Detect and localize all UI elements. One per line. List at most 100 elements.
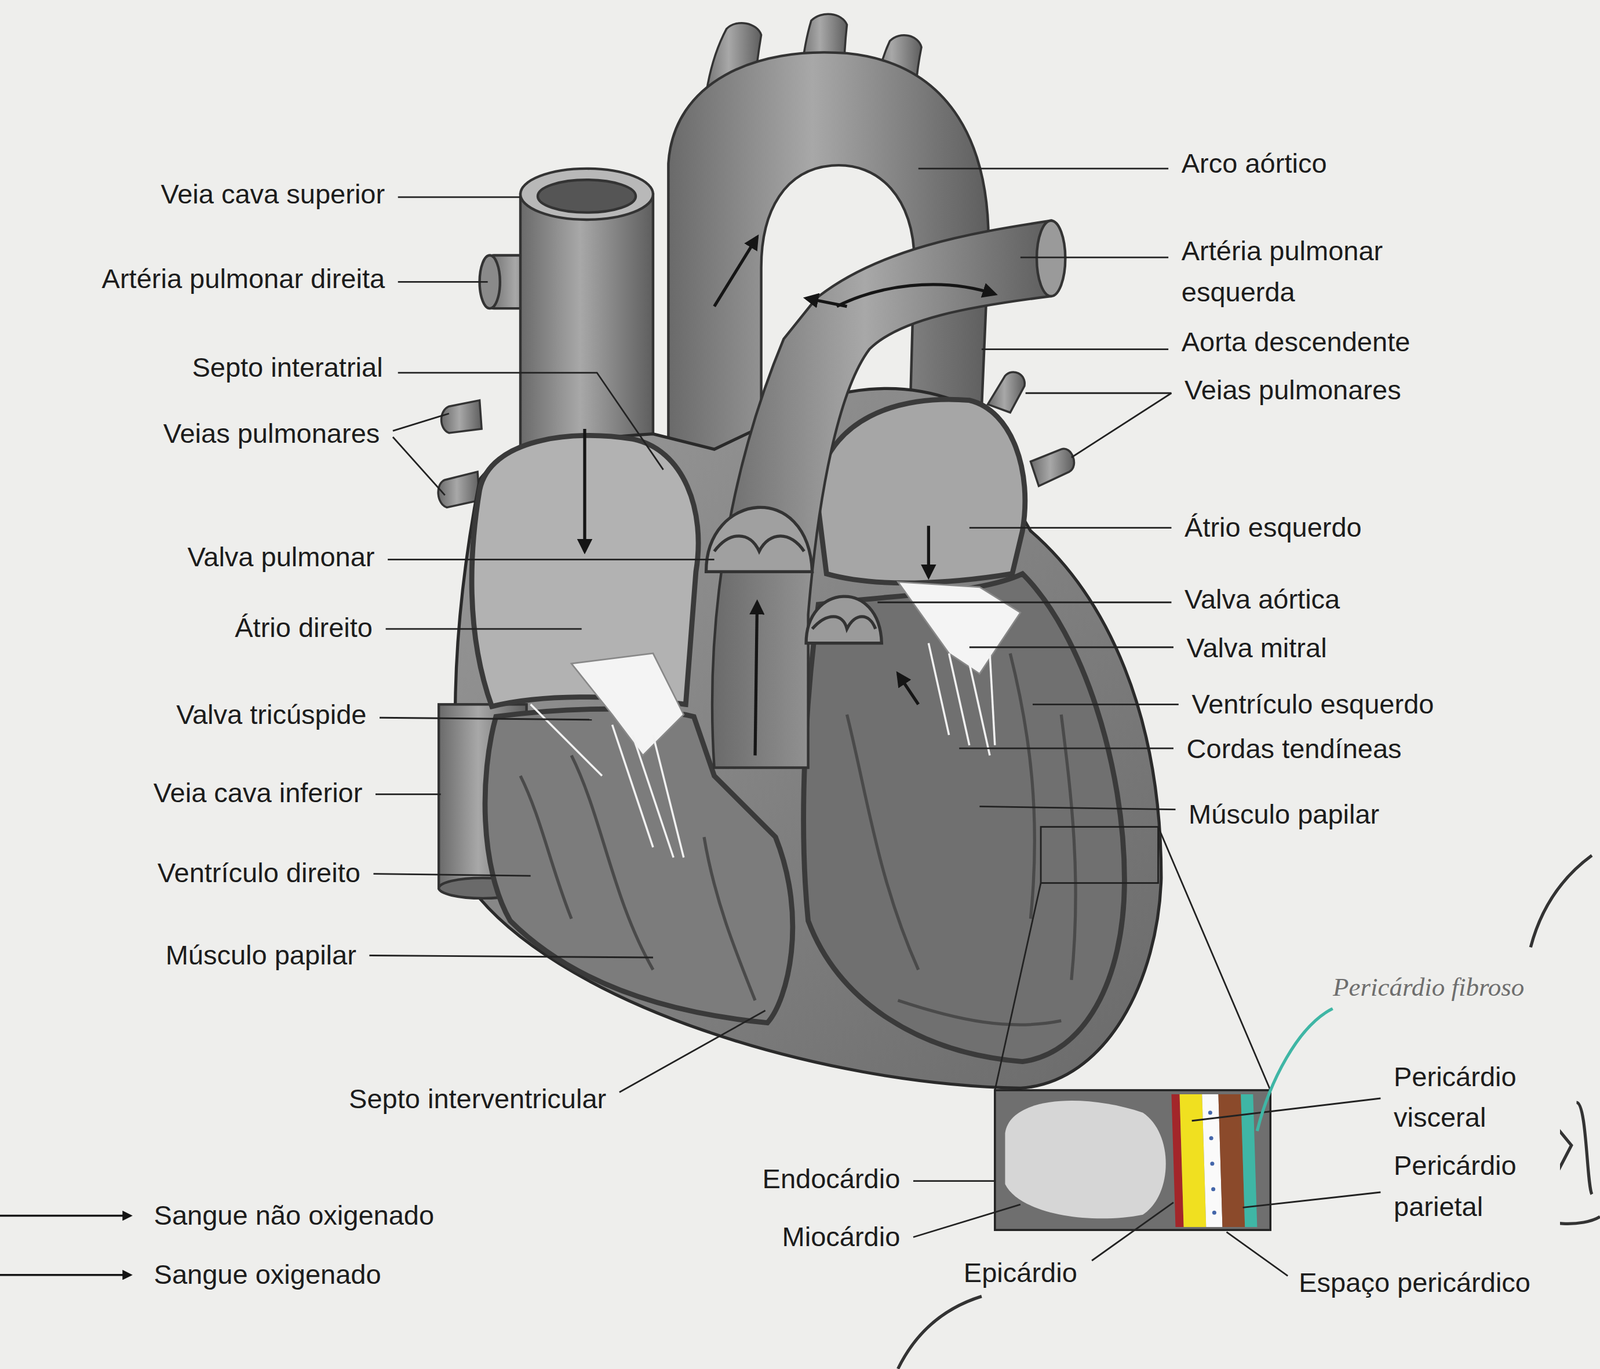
trabeculae [898, 1000, 1062, 1025]
part-label: Átrio direito [231, 610, 376, 645]
trabeculae [1010, 653, 1035, 919]
chordae-tendineae [530, 643, 996, 858]
chordae-tendineae [949, 653, 970, 745]
superior-vena-cava [537, 179, 636, 213]
flow-arrows [836, 284, 996, 307]
handwritten-note: Pericárdio fibroso [1313, 968, 1544, 1008]
chordae-tendineae [989, 653, 996, 745]
flow-arrows [927, 525, 931, 577]
leader-lines [369, 955, 654, 958]
pulmonary-trunk [1036, 220, 1066, 297]
part-label: Septo interventricular [345, 1081, 610, 1117]
part-label: Artéria pulmonar esquerda [1178, 230, 1440, 313]
part-label: Epicárdio [960, 1255, 1081, 1290]
heart-chambers [816, 399, 1026, 583]
trabeculae [571, 755, 654, 970]
flow-arrows [582, 428, 586, 552]
leader-lines [1226, 1232, 1289, 1277]
pulmonary-veins [1030, 448, 1074, 486]
wall-layers-inset [1212, 1210, 1217, 1215]
leader-lines [385, 628, 582, 630]
leader-lines [1091, 1202, 1174, 1261]
inset-frame [995, 882, 1041, 1090]
part-label: Valva aórtica [1181, 581, 1343, 617]
wall-layers-inset [995, 1090, 1271, 1230]
part-label: Átrio esquerdo [1181, 510, 1365, 545]
part-label: Veia cava superior [157, 176, 388, 211]
chordae-tendineae [612, 724, 654, 848]
valves [571, 507, 1021, 756]
part-label: Cordas tendíneas [1183, 731, 1405, 767]
handwritten-marks [1576, 1102, 1592, 1194]
leader-lines [981, 348, 1169, 351]
leader-lines [969, 526, 1172, 529]
legend-text: Sangue não oxigenado [151, 1198, 438, 1233]
wall-layers-inset [1208, 1110, 1213, 1115]
wall-layers-inset [995, 1090, 1271, 1230]
leader-lines [1192, 1098, 1381, 1121]
leader-lines [398, 196, 521, 199]
wall-layers-inset [1209, 1135, 1214, 1140]
valves [714, 536, 805, 552]
trabeculae [520, 775, 572, 920]
trabeculae [1061, 714, 1076, 980]
pulmonary-veins [987, 372, 1025, 413]
pulmonary-trunk [712, 220, 1066, 768]
part-label: Veias pulmonares [160, 416, 384, 451]
flow-arrows [755, 602, 758, 756]
leader-lines [959, 747, 1174, 750]
part-label: Músculo papilar [1185, 797, 1383, 832]
legend-arrow [0, 1273, 131, 1277]
legend-text: Sangue oxigenado [151, 1257, 385, 1292]
leader-lines [619, 1010, 766, 1093]
part-label: Ventrículo direito [154, 855, 364, 890]
valves [812, 616, 876, 629]
leader-lines [979, 806, 1176, 809]
leader-lines [1020, 256, 1169, 259]
leader-lines [913, 1204, 1021, 1237]
inset-frame [1040, 826, 1158, 884]
part-label: Pericárdio visceral [1390, 1055, 1561, 1138]
part-label: Valva mitral [1183, 631, 1330, 666]
part-label: Aorta descendente [1178, 325, 1414, 360]
flow-arrows [584, 237, 996, 756]
leader-lines [969, 646, 1174, 648]
part-label: Veia cava inferior [150, 775, 366, 811]
trabeculae [704, 836, 756, 1001]
leader-lines [1243, 1192, 1381, 1208]
leader-lines [918, 167, 1169, 170]
part-label: Veias pulmonares [1181, 372, 1405, 407]
part-label: Valva tricúspide [173, 697, 370, 732]
pulmonary-trunk [712, 220, 1052, 768]
chordae-tendineae [530, 704, 603, 776]
wall-layers-inset [1208, 1110, 1217, 1215]
pulmonary-veins [438, 471, 480, 508]
handwritten-marks [898, 1296, 982, 1369]
part-label: Arco aórtico [1178, 146, 1330, 181]
part-label: Endocárdio [759, 1161, 904, 1196]
valves [898, 581, 1021, 674]
leader-lines [398, 372, 664, 470]
flow-arrows [806, 298, 847, 307]
part-label: Pericárdio parietal [1390, 1145, 1561, 1227]
legend-arrow [0, 1215, 131, 1275]
leader-lines [392, 436, 446, 495]
superior-vena-cava [520, 194, 654, 460]
leader-lines [877, 601, 1172, 604]
valves [571, 653, 684, 756]
leader-lines [387, 558, 714, 561]
flow-arrows [898, 673, 919, 705]
part-label: Miocárdio [779, 1219, 904, 1255]
part-label: Ventrículo esquerdo [1188, 687, 1437, 722]
part-label: Espaço pericárdico [1295, 1265, 1534, 1300]
flow-arrows [714, 237, 758, 307]
leader-lines [375, 793, 441, 796]
handwritten-marks [898, 855, 1600, 1369]
handwritten-marks [1256, 1008, 1333, 1131]
pulmonary-veins [441, 400, 483, 433]
wall-layers-inset [1179, 1094, 1207, 1227]
leader-lines [913, 1179, 996, 1182]
part-label: Septo interatrial [188, 350, 386, 385]
valves [706, 507, 813, 572]
